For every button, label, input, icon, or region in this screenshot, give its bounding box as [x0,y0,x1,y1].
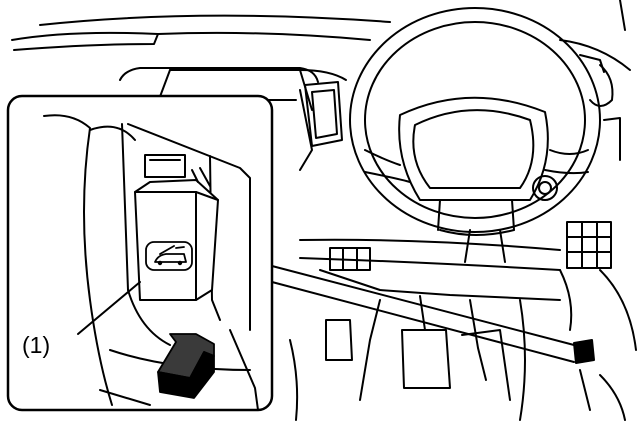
zoom-inset [6,94,274,412]
hood-open-icon [145,241,193,271]
hood-release-lever [134,167,219,301]
lever-location-marker [573,339,595,364]
callout-leader-1 [77,281,141,335]
dashboard-background [11,0,637,421]
pull-arrow-icon [157,333,215,399]
callout-label-1: (1) [22,332,51,358]
steering-wheel [349,7,601,263]
leader-lines [271,265,575,363]
